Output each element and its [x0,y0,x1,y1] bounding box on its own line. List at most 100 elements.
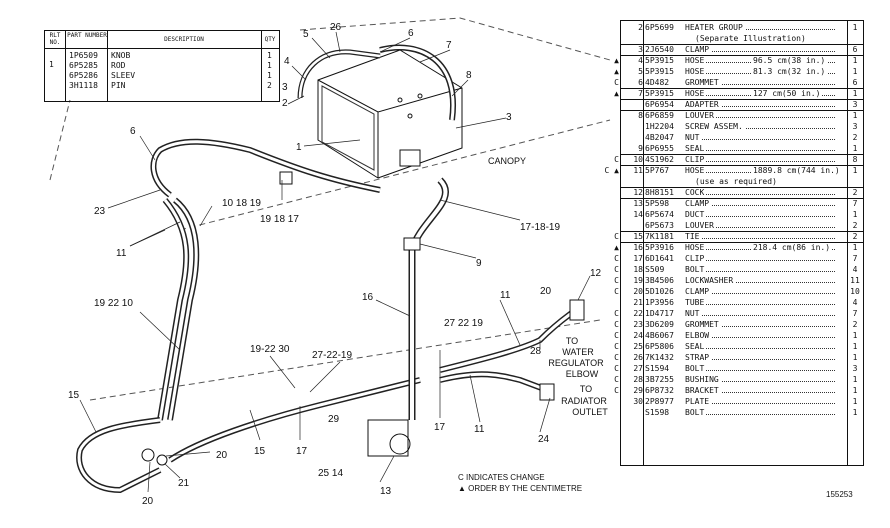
change-marker: C [614,353,619,362]
ref-number: 24 [633,331,643,340]
part-description: HOSE [685,243,707,253]
quantity: 1 [852,243,858,252]
change-marker: C [614,155,619,164]
leader-dots [685,84,835,85]
footnotes: C INDICATES CHANGE ▲ ORDER BY THE CENTIM… [458,472,582,494]
leader-dots [685,271,835,272]
footnote-order: ▲ ORDER BY THE CENTIMETRE [458,484,583,493]
leader-dots [685,150,835,151]
row-separator [621,231,863,232]
part-number: 2J6540 [645,45,674,54]
part-number: S509 [645,265,665,274]
leader-dots [685,161,835,162]
hose-length: 127 cm(50 in.) [751,89,823,99]
change-marker: C ▲ [604,166,619,175]
part-description: BUSHING [685,375,721,385]
hose-7-inner [379,46,455,121]
part-number: 6P6954 [645,100,674,109]
callout-6a: 6 [408,28,414,39]
leader-dots [685,304,835,305]
callout-19-22-30: 19-22 30 [250,344,290,355]
water-regulator-label-1: TO [566,336,578,346]
hose-11-upper [150,138,381,198]
part-description: LOUVER [685,221,716,231]
part-description: TIE [685,232,702,242]
part-number: 7K1432 [645,353,674,362]
leader-dots [685,106,835,107]
part-number: 3B4506 [645,276,674,285]
part-number: 5P3915 [645,89,674,98]
quantity: 1 [852,166,858,175]
footnote-change: C INDICATES CHANGE [458,473,545,482]
part-description: HOSE [685,56,707,66]
part-description: LOCKWASHER [685,276,736,286]
change-marker: C [614,386,619,395]
knob-table-header: RLT NO. PART NUMBER DESCRIPTION QTY [45,31,279,49]
quantity: 2 [852,232,858,241]
callout-27-22-19b: 27-22-19 [312,350,352,361]
part-number: 6P5674 [645,210,674,219]
part-description: PLATE [685,397,712,407]
part-number: 5D1026 [645,287,674,296]
sleeve-row: 6P5286 SLEEV 1 [69,71,272,80]
quantity: 7 [852,199,858,208]
part-number: 1P3956 [645,298,674,307]
change-marker: C [614,309,619,318]
row-separator [621,165,863,166]
header-ref-no: RLT NO. [49,32,61,46]
hose-length: 218.4 cm(86 in.) [751,243,833,253]
ref-number: 4 [638,56,643,65]
callout-11a: 11 [116,248,127,259]
ref-number: 28 [633,375,643,384]
leader-dots [685,238,835,239]
ref-number: 13 [633,199,643,208]
change-marker: C [614,342,619,351]
callout-3a: 3 [282,82,288,93]
hose-length: 81.3 cm(32 in.) [751,67,828,77]
ref-number: 15 [633,232,643,241]
ref-number: 20 [633,287,643,296]
part-description: ADAPTER [685,100,721,110]
quantity: 2 [852,320,858,329]
duct-14 [367,419,409,457]
quantity: 4 [852,265,858,274]
quantity: 10 [850,287,860,296]
quantity: 1 [852,331,858,340]
callout-28: 28 [530,346,542,357]
part-description: TUBE [685,298,707,308]
quantity: 1 [852,375,858,384]
leader-dots [685,216,835,217]
leader-dots [685,414,835,415]
header-part-number: PART NUMBER [67,32,107,39]
part-number: 4S1962 [645,155,674,164]
part-number: 3D6209 [645,320,674,329]
change-marker: ▲ [614,56,619,65]
knob-parts-table: RLT NO. PART NUMBER DESCRIPTION QTY 1 1P… [44,30,280,102]
callout-15a: 15 [68,390,80,401]
part-description: SEAL [685,342,707,352]
radiator-label-2: RADIATOR [561,396,607,406]
part-number: 6P6955 [645,144,674,153]
callout-21: 21 [178,478,190,489]
part-note: (use as required) [695,177,777,186]
ref-number: 3 [638,45,643,54]
change-marker: C [614,287,619,296]
part-number: 5P598 [645,199,670,208]
knob-row: 1P6509 KNOB 1 [69,51,272,60]
hose-7 [379,44,457,121]
hose-15-loop [76,417,162,494]
quantity: 8 [852,155,858,164]
part-description: NUT [685,309,702,319]
quantity: 2 [852,221,858,230]
row-separator [621,99,863,100]
part-description: HOSE [685,67,707,77]
